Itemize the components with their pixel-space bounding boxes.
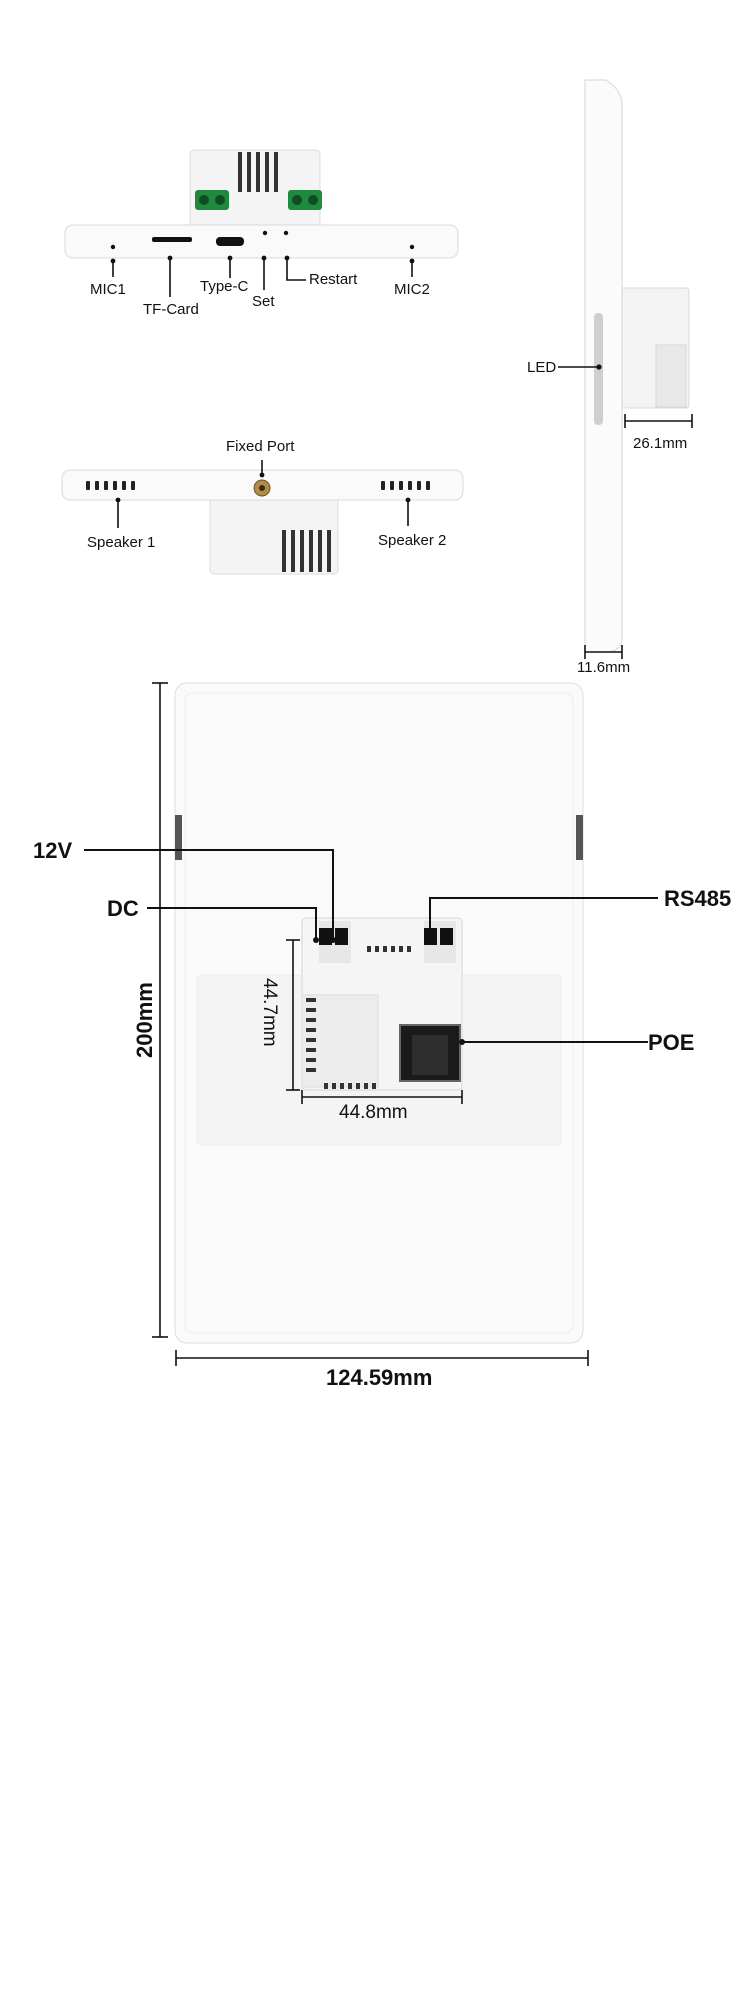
vent-slots-top — [238, 152, 278, 192]
speaker1-grille — [86, 481, 135, 490]
label-width: 124.59mm — [326, 1365, 432, 1390]
label-speaker2: Speaker 2 — [378, 532, 446, 549]
label-12v: 12V — [33, 838, 72, 863]
tf-card-slot — [152, 237, 192, 242]
label-rs485: RS485 — [664, 886, 731, 911]
mic2-hole — [409, 244, 415, 250]
dc-12v-connector — [319, 921, 351, 963]
label-restart: Restart — [309, 271, 358, 288]
label-mic1: MIC1 — [90, 281, 126, 298]
label-depth: 26.1mm — [633, 435, 687, 452]
fixed-port-screw — [253, 479, 271, 497]
back-view: 44.7mm 44.8mm 200mm 124.59mm 12V DC RS48… — [33, 682, 731, 1390]
speaker2-grille — [381, 481, 430, 490]
terminal-connector-right — [288, 190, 322, 210]
label-set: Set — [252, 293, 275, 310]
label-poe: POE — [648, 1030, 694, 1055]
restart-button — [283, 230, 289, 236]
vent-dots — [367, 946, 411, 952]
label-port-height: 44.7mm — [259, 978, 280, 1047]
mic1-hole — [110, 244, 116, 250]
bottom-vents — [324, 1083, 376, 1089]
label-type-c: Type-C — [200, 278, 249, 295]
top-edge-view: MIC1 TF-Card Type-C Set Restart MIC2 — [64, 149, 459, 318]
set-button — [262, 230, 268, 236]
side-view: LED 26.1mm 11.6mm — [527, 79, 693, 676]
label-led: LED — [527, 359, 556, 376]
label-mic2: MIC2 — [394, 281, 430, 298]
label-speaker1: Speaker 1 — [87, 534, 155, 551]
panel-top-edge — [64, 224, 459, 259]
side-vents — [306, 998, 316, 1072]
label-fixed-port: Fixed Port — [226, 438, 295, 455]
label-tf-card: TF-Card — [143, 301, 199, 318]
vent-slots-bottom — [282, 530, 331, 572]
label-port-width: 44.8mm — [339, 1102, 408, 1123]
bottom-edge-view: Fixed Port Speaker 1 Speaker 2 — [61, 438, 464, 575]
label-thickness: 11.6mm — [577, 659, 630, 676]
label-dc: DC — [107, 896, 139, 921]
type-c-port — [216, 237, 244, 246]
terminal-connector-left — [195, 190, 229, 210]
label-height: 200mm — [132, 982, 157, 1058]
